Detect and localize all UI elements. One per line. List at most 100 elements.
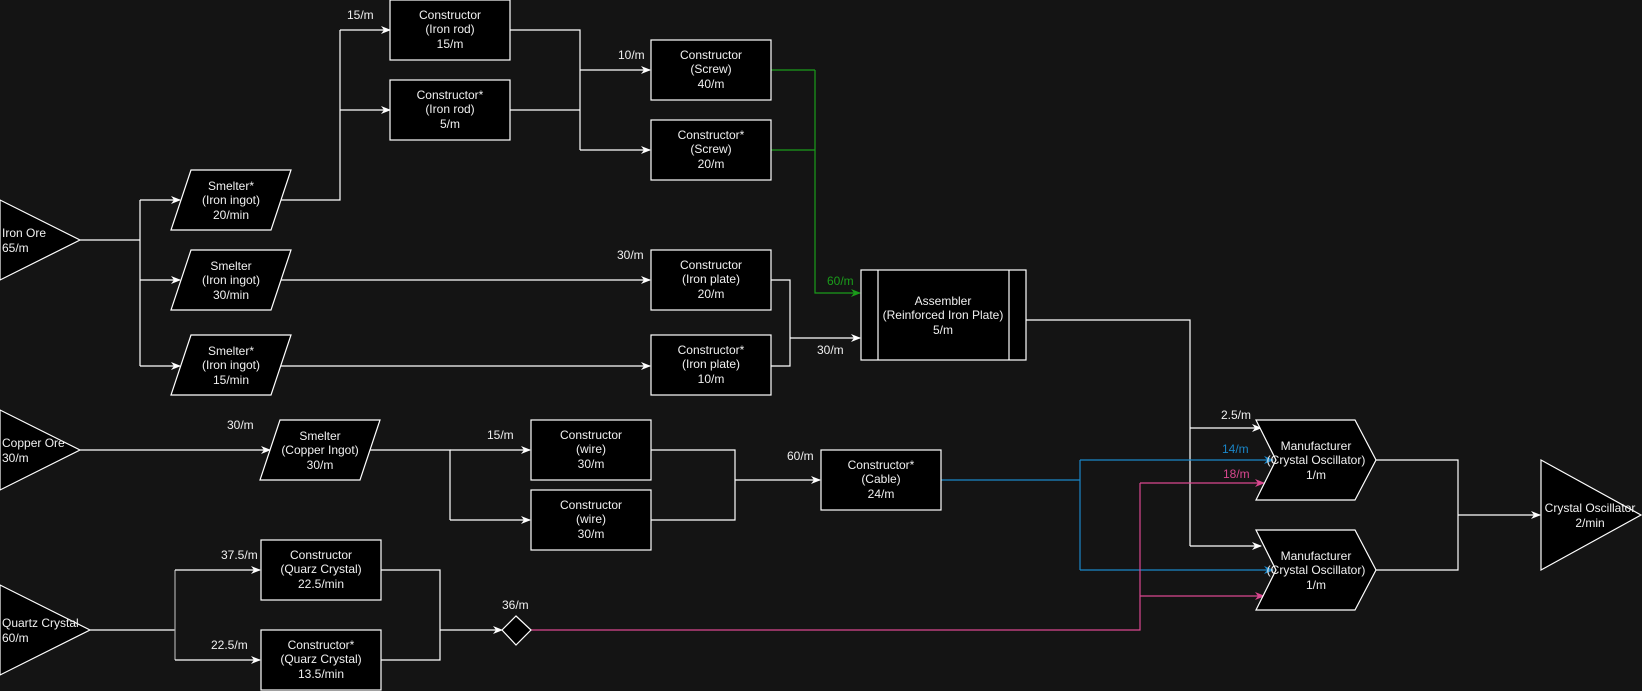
node-manufacturer-1-line-2: (Crystal Oscillator) — [1267, 453, 1366, 467]
edge-iron-rod-1-out — [510, 29, 581, 150]
node-manufacturer-2-line-2: (Crystal Oscillator) — [1267, 563, 1366, 577]
node-crystal-oscillator-output[interactable]: Crystal Oscillator 2/min — [1540, 458, 1642, 572]
node-iron-rod-2-line-1: Constructor* — [417, 88, 484, 102]
node-constructor-iron-plate-1[interactable]: Constructor (Iron plate) 20/m — [650, 249, 772, 311]
node-quartz-1-line-1: Constructor — [290, 548, 352, 562]
node-constructor-quartz-1[interactable]: Constructor (Quarz Crystal) 22.5/min — [260, 539, 382, 601]
node-smelter-iron-1-line-2: (Iron ingot) — [202, 193, 260, 207]
node-iron-plate-2-line-3: 10/m — [698, 372, 725, 386]
edge-label-screw-in: 10/m — [618, 48, 645, 62]
node-iron-plate-1-line-1: Constructor — [680, 258, 742, 272]
node-smelter-iron-2-line-3: 30/min — [213, 288, 249, 302]
node-smelter-iron-1-line-3: 20/min — [213, 208, 249, 222]
edge-label-iron-plate-in: 30/m — [617, 248, 644, 262]
edge-manufacturers-merge — [1375, 459, 1459, 571]
node-smelter-iron-2-line-1: Smelter — [210, 259, 251, 273]
node-iron-rod-1-line-1: Constructor — [419, 8, 481, 22]
node-constructor-iron-rod-1[interactable]: Constructor (Iron rod) 15/m — [389, 0, 511, 61]
edge-label-screw-to-assembler: 60/m — [827, 274, 854, 288]
node-smelter-iron-2[interactable]: Smelter (Iron ingot) 30/min — [170, 249, 292, 311]
node-constructor-quartz-2[interactable]: Constructor* (Quarz Crystal) 13.5/min — [260, 629, 382, 691]
node-constructor-screw-2[interactable]: Constructor* (Screw) 20/m — [650, 119, 772, 181]
node-copper-ore-line-2: 30/m — [2, 451, 29, 465]
edge-label-quartz-2-in: 22.5/m — [211, 638, 248, 652]
node-smelter-copper-line-1: Smelter — [299, 429, 340, 443]
node-manufacturer-1[interactable]: Manufacturer (Crystal Oscillator) 1/m — [1255, 419, 1377, 501]
node-iron-rod-1-line-2: (Iron rod) — [425, 22, 474, 36]
node-quartz-crystal-source[interactable]: Quartz Crystal 60/m — [0, 584, 92, 676]
edge-label-rip-to-manufacturer: 2.5/m — [1221, 408, 1251, 422]
edge-iron-plate-merge — [771, 279, 791, 367]
node-smelter-iron-2-line-2: (Iron ingot) — [202, 273, 260, 287]
node-wire-2-line-1: Constructor — [560, 498, 622, 512]
node-iron-rod-1-line-3: 15/m — [437, 37, 464, 51]
edge-copper-smelter-out — [370, 449, 451, 520]
node-wire-2-line-3: 30/m — [578, 527, 605, 541]
node-quartz-1-line-2: (Quarz Crystal) — [280, 562, 361, 576]
node-constructor-screw-1[interactable]: Constructor (Screw) 40/m — [650, 39, 772, 101]
node-manufacturer-2-line-1: Manufacturer — [1281, 549, 1352, 563]
edge-label-quartz-to-manufacturer: 18/m — [1223, 467, 1250, 481]
node-smelter-iron-3-line-1: Smelter* — [208, 344, 254, 358]
node-smelter-iron-3[interactable]: Smelter* (Iron ingot) 15/min — [170, 334, 292, 396]
edge-label-copper-in: 30/m — [227, 418, 254, 432]
node-iron-plate-1-line-2: (Iron plate) — [682, 272, 740, 286]
node-smelter-iron-3-line-2: (Iron ingot) — [202, 358, 260, 372]
node-screw-1-line-3: 40/m — [698, 77, 725, 91]
node-smelter-iron-1[interactable]: Smelter* (Iron ingot) 20/min — [170, 169, 292, 231]
edge-label-wire-in: 15/m — [487, 428, 514, 442]
edge-wire-merge — [651, 449, 736, 521]
node-constructor-iron-plate-2[interactable]: Constructor* (Iron plate) 10/m — [650, 334, 772, 396]
node-manufacturer-2[interactable]: Manufacturer (Crystal Oscillator) 1/m — [1255, 529, 1377, 611]
node-constructor-cable[interactable]: Constructor* (Cable) 24/m — [820, 449, 942, 511]
node-assembler-reinforced-iron-plate[interactable]: Assembler (Reinforced Iron Plate) 5/m — [860, 269, 1027, 361]
node-screw-2-line-3: 20/m — [698, 157, 725, 171]
node-wire-1-line-3: 30/m — [578, 457, 605, 471]
node-iron-ore[interactable]: Iron Ore 65/m — [0, 199, 82, 281]
node-quartz-1-line-3: 22.5/min — [298, 577, 344, 591]
node-merge-diamond[interactable] — [501, 615, 532, 646]
node-output-line-1: Crystal Oscillator — [1545, 501, 1636, 515]
node-constructor-wire-1[interactable]: Constructor (wire) 30/m — [530, 419, 652, 481]
edge-screws-to-assembler — [814, 70, 861, 297]
node-smelter-iron-3-line-3: 15/min — [213, 373, 249, 387]
node-iron-rod-2-line-3: 5/m — [440, 117, 460, 131]
node-smelter-copper-line-2: (Copper Ingot) — [281, 443, 358, 457]
edge-smelter-1-out — [281, 30, 341, 201]
node-quartz-2-line-3: 13.5/min — [298, 667, 344, 681]
node-wire-1-line-2: (wire) — [576, 442, 606, 456]
edge-label-cable-in: 60/m — [787, 449, 814, 463]
node-cable-line-3: 24/m — [868, 487, 895, 501]
node-manufacturer-1-line-1: Manufacturer — [1281, 439, 1352, 453]
edge-label-iron-rod-in: 15/m — [347, 8, 374, 22]
node-wire-1-line-1: Constructor — [560, 428, 622, 442]
node-iron-plate-1-line-3: 20/m — [698, 287, 725, 301]
node-screw-2-line-2: (Screw) — [690, 142, 731, 156]
node-smelter-iron-1-line-1: Smelter* — [208, 179, 254, 193]
node-smelter-copper[interactable]: Smelter (Copper Ingot) 30/m — [259, 419, 381, 481]
node-screw-1-line-1: Constructor — [680, 48, 742, 62]
edge-label-quartz-1-in: 37.5/m — [221, 548, 258, 562]
node-iron-plate-2-line-1: Constructor* — [678, 343, 745, 357]
node-constructor-wire-2[interactable]: Constructor (wire) 30/m — [530, 489, 652, 551]
node-assembler-line-1: Assembler — [915, 294, 972, 308]
node-quartz-2-line-1: Constructor* — [288, 638, 355, 652]
edge-label-quartz-merge: 36/m — [502, 598, 529, 612]
node-constructor-iron-rod-2[interactable]: Constructor* (Iron rod) 5/m — [389, 79, 511, 141]
node-copper-ore[interactable]: Copper Ore 30/m — [0, 409, 82, 491]
node-cable-line-1: Constructor* — [848, 458, 915, 472]
node-assembler-line-2: (Reinforced Iron Plate) — [883, 308, 1004, 322]
edge-label-cable-to-manufacturer: 14/m — [1222, 442, 1249, 456]
node-iron-ore-line-2: 65/m — [2, 241, 29, 255]
node-iron-ore-line-1: Iron Ore — [2, 226, 46, 240]
node-manufacturer-1-line-3: 1/m — [1306, 468, 1326, 482]
node-assembler-line-3: 5/m — [933, 323, 953, 337]
node-quartz-line-1: Quartz Crystal — [2, 616, 79, 630]
edge-assembler-out — [1025, 319, 1191, 546]
node-iron-plate-2-line-2: (Iron plate) — [682, 357, 740, 371]
node-cable-line-2: (Cable) — [861, 472, 900, 486]
edge-label-plate-to-assembler: 30/m — [817, 343, 844, 357]
node-quartz-line-2: 60/m — [2, 631, 29, 645]
node-manufacturer-2-line-3: 1/m — [1306, 578, 1326, 592]
